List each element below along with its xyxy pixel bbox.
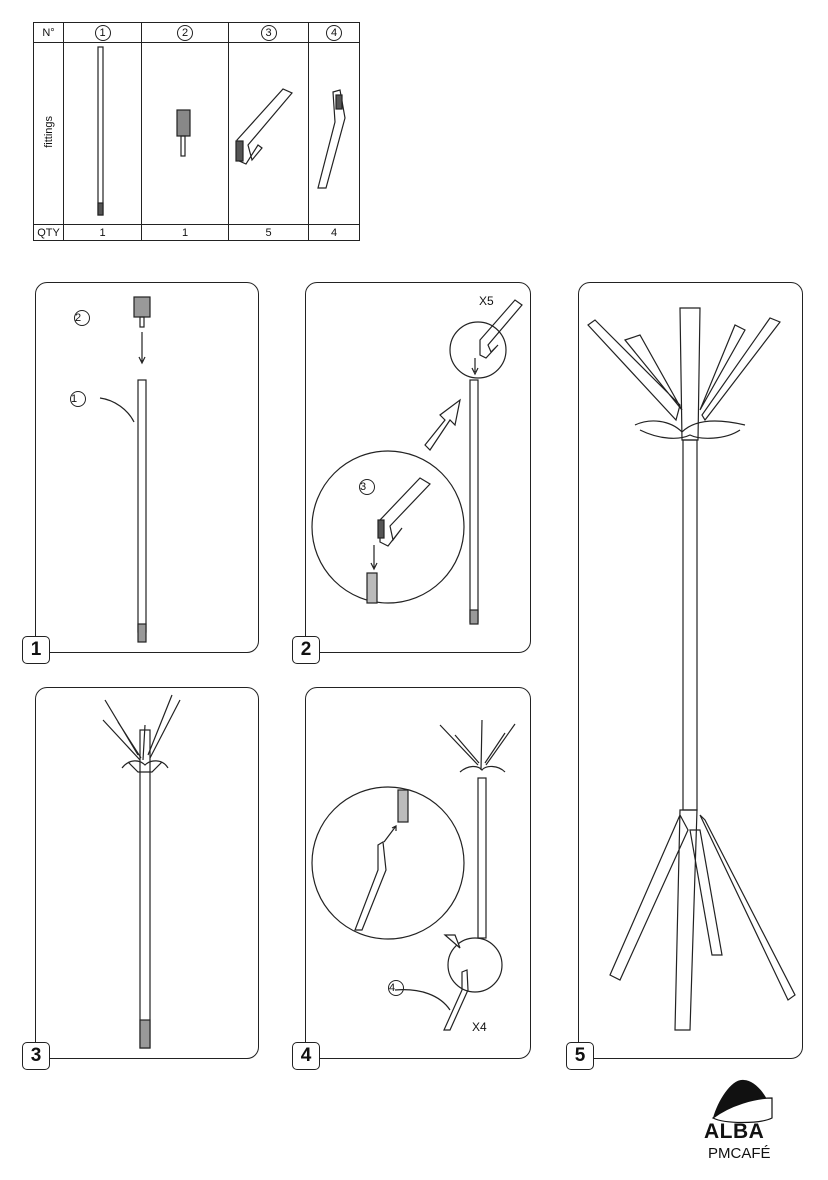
step-2-drawing bbox=[311, 299, 523, 625]
pole-part-icon bbox=[97, 46, 104, 216]
connector-part-icon bbox=[176, 109, 191, 157]
callout-part-2: 2 bbox=[74, 310, 90, 326]
step-3-number: 3 bbox=[22, 1042, 50, 1070]
step-3-drawing bbox=[102, 694, 181, 1049]
part-number: 4 bbox=[326, 24, 342, 41]
step-3-panel bbox=[35, 687, 259, 1059]
step-1-panel bbox=[35, 282, 259, 653]
qty-label: QTY bbox=[33, 224, 64, 241]
step-2-panel bbox=[305, 282, 531, 653]
callout-part-1: 1 bbox=[70, 391, 86, 407]
hook-part-icon bbox=[235, 88, 293, 165]
step-5-panel bbox=[578, 282, 803, 1059]
part-number: 1 bbox=[94, 24, 111, 41]
step-4-panel bbox=[305, 687, 531, 1059]
part-qty: 5 bbox=[228, 224, 309, 241]
part-qty: 4 bbox=[308, 224, 360, 241]
step-1-number: 1 bbox=[22, 636, 50, 664]
quantity-multiplier: X5 bbox=[479, 294, 494, 308]
step-2-number: 2 bbox=[292, 636, 320, 664]
step-4-number: 4 bbox=[292, 1042, 320, 1070]
callout-part-4: 4 bbox=[388, 980, 404, 996]
leg-part-icon bbox=[317, 89, 346, 189]
model-name: PMCAFÉ bbox=[708, 1145, 771, 1162]
quantity-multiplier: X4 bbox=[472, 1020, 487, 1034]
step-1-drawing bbox=[99, 296, 151, 643]
alba-logo-mark-icon bbox=[711, 1079, 773, 1124]
part-number: 3 bbox=[260, 24, 277, 41]
brand-name: ALBA bbox=[704, 1120, 765, 1143]
part-number: 2 bbox=[177, 24, 193, 41]
step-4-drawing bbox=[311, 719, 516, 1031]
step-5-number: 5 bbox=[566, 1042, 594, 1070]
step-5-drawing bbox=[587, 307, 796, 1031]
part-qty: 1 bbox=[63, 224, 142, 241]
callout-part-3: 3 bbox=[359, 479, 375, 495]
